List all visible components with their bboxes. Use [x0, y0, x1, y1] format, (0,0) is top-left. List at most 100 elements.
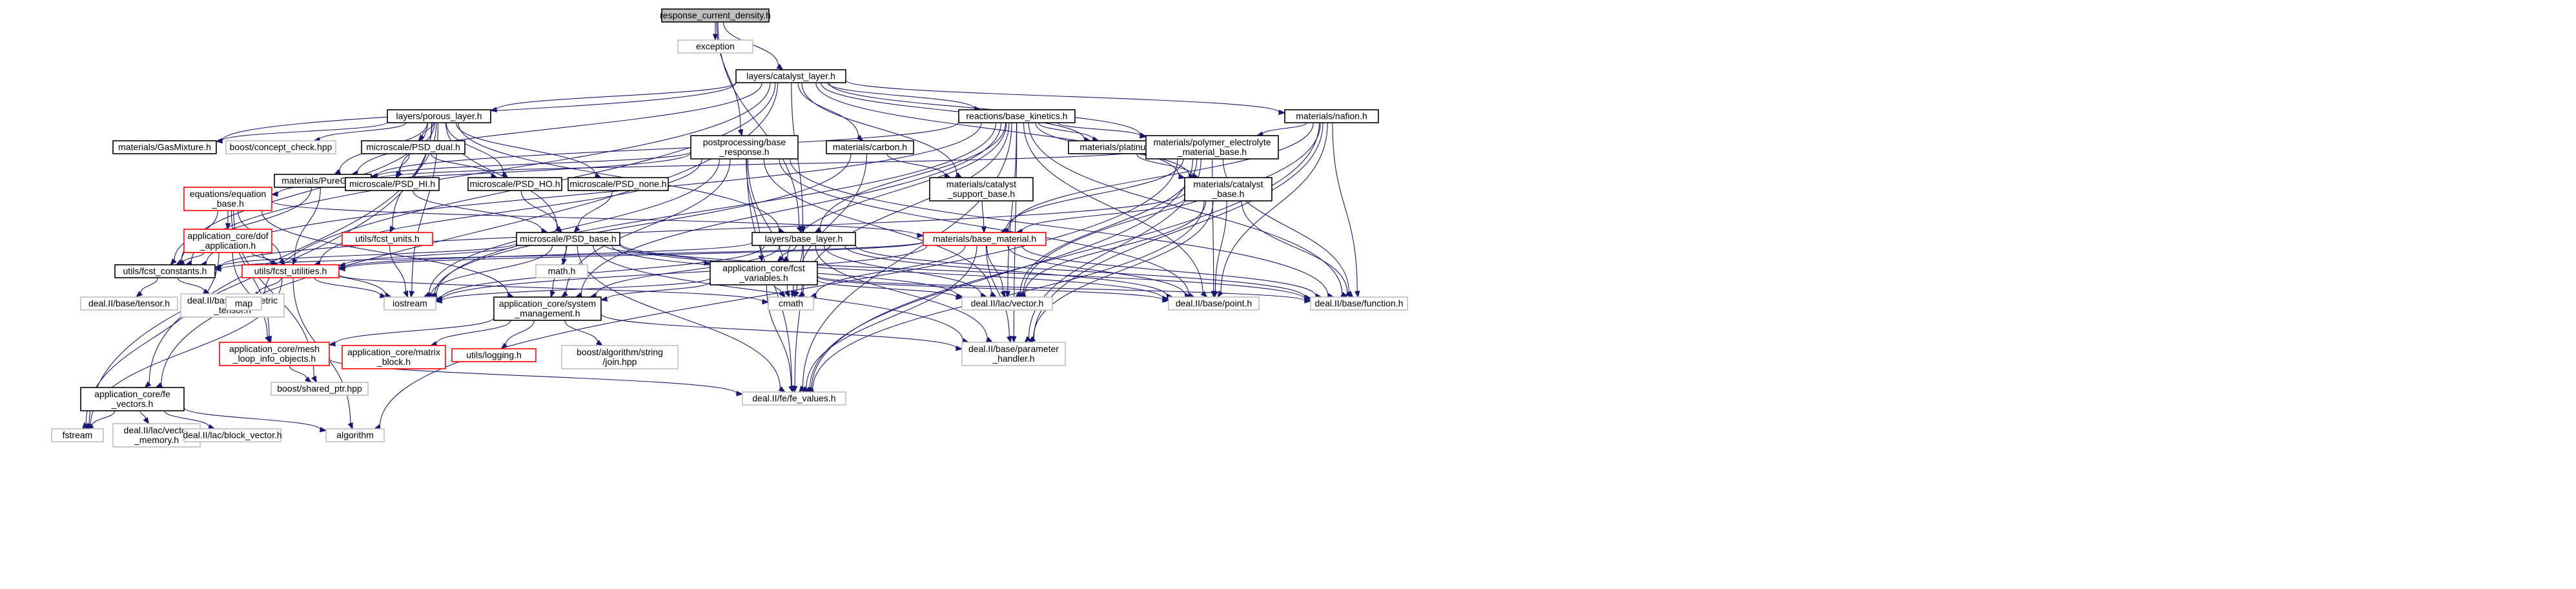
- node-box[interactable]: [516, 232, 620, 246]
- node-label: postprocessing/base: [703, 137, 786, 147]
- edge-mesh_loop-to-shared_ptr: [289, 365, 312, 383]
- node-fe-vectors[interactable]: application_core/fe_vectors.h: [80, 387, 185, 411]
- node-nafion[interactable]: materials/nafion.h: [1284, 109, 1379, 123]
- edge-base_kinetics-to-fe_values: [799, 122, 1012, 393]
- node-label: application_core/dof: [187, 231, 268, 241]
- node-label: application_core/system: [499, 298, 596, 309]
- node-label: map: [235, 298, 252, 309]
- node-box[interactable]: [342, 232, 433, 246]
- node-box[interactable]: [710, 261, 818, 285]
- node-box[interactable]: [114, 264, 216, 278]
- node-label: _vectors.h: [111, 398, 154, 409]
- node-box: [661, 8, 770, 23]
- node-label: iostream: [393, 298, 427, 309]
- node-label: boost/concept_check.hpp: [230, 142, 332, 152]
- node-label: equations/equation: [190, 189, 266, 199]
- node-box[interactable]: [451, 348, 537, 362]
- node-box[interactable]: [241, 264, 340, 278]
- node-base-material[interactable]: materials/base_material.h: [923, 232, 1047, 246]
- edge-cat_base-to-point: [1212, 200, 1227, 298]
- node-label: materials/catalyst: [1193, 179, 1263, 189]
- node-box[interactable]: [826, 140, 914, 154]
- node-label: fstream: [63, 430, 93, 440]
- node-box[interactable]: [361, 140, 465, 154]
- node-box[interactable]: [751, 232, 856, 246]
- node-label: utils/fcst_constants.h: [123, 266, 207, 276]
- node-box[interactable]: [493, 296, 602, 321]
- node-label: cmath: [779, 298, 803, 309]
- node-matrix-block[interactable]: application_core/matrix_block.h: [342, 345, 446, 369]
- node-fcst-utilities[interactable]: utils/fcst_utilities.h: [241, 264, 340, 278]
- node-box[interactable]: [929, 177, 1034, 202]
- node-dof-application[interactable]: application_core/dof_application.h: [183, 229, 272, 253]
- node-box[interactable]: [923, 232, 1047, 246]
- node-box[interactable]: [1145, 135, 1279, 160]
- node-logging[interactable]: utils/logging.h: [451, 348, 537, 362]
- node-box[interactable]: [80, 387, 185, 411]
- node-box[interactable]: [112, 140, 217, 154]
- edge-base_kinetics-to-polymer: [1057, 122, 1147, 139]
- node-label: application_core/fcst: [722, 263, 805, 273]
- node-psd-ho[interactable]: microscale/PSD_HO.h: [467, 177, 562, 191]
- node-box[interactable]: [690, 135, 799, 160]
- node-label: materials/platinum.h: [1079, 142, 1160, 152]
- node-box: [51, 428, 104, 442]
- node-fcst-constants[interactable]: utils/fcst_constants.h: [114, 264, 216, 278]
- node-fcst-variables[interactable]: application_core/fcst_variables.h: [710, 261, 818, 285]
- edge-nafion-to-point: [1217, 122, 1328, 298]
- node-base-layer[interactable]: layers/base_layer.h: [751, 232, 856, 246]
- edge-system_mgmt-to-matrix_block: [429, 320, 511, 347]
- node-fstream: fstream: [51, 428, 104, 442]
- node-box[interactable]: [219, 342, 330, 366]
- node-box: [183, 428, 281, 442]
- node-cat-base[interactable]: materials/catalyst_base.h: [1184, 177, 1273, 202]
- node-label: microscale/PSD_HO.h: [469, 179, 560, 189]
- node-box[interactable]: [183, 229, 272, 253]
- node-porous-layer[interactable]: layers/porous_layer.h: [387, 109, 491, 123]
- node-psd-dual[interactable]: microscale/PSD_dual.h: [361, 140, 465, 154]
- node-box[interactable]: [387, 109, 491, 123]
- node-cat-support[interactable]: materials/catalyst_support_base.h: [929, 177, 1034, 202]
- node-polymer[interactable]: materials/polymer_electrolyte_material_b…: [1145, 135, 1279, 160]
- node-carbon[interactable]: materials/carbon.h: [826, 140, 914, 154]
- node-box: [80, 296, 178, 311]
- node-postprocessing[interactable]: postprocessing/base_response.h: [690, 135, 799, 160]
- edge-puregas-to-fcst_utilities: [292, 187, 321, 266]
- node-boost-concept: boost/concept_check.hpp: [225, 140, 336, 154]
- node-box: [961, 342, 1066, 366]
- node-box[interactable]: [1184, 177, 1273, 202]
- edge-base_kinetics-to-point: [1023, 122, 1208, 298]
- node-psd-none[interactable]: microscale/PSD_none.h: [567, 177, 669, 191]
- node-catalyst-layer[interactable]: layers/catalyst_layer.h: [735, 69, 846, 83]
- edge-equation_base-to-system_mgmt: [261, 210, 515, 298]
- node-label: utils/fcst_units.h: [355, 234, 420, 244]
- node-box[interactable]: [567, 177, 669, 191]
- node-fcst-units[interactable]: utils/fcst_units.h: [342, 232, 433, 246]
- node-equation-base[interactable]: equations/equation_base.h: [183, 187, 272, 211]
- edge-fcst_variables-to-iostream: [434, 277, 711, 304]
- node-lac-vector: deal.II/lac/vector.h: [961, 296, 1053, 311]
- edge-system_mgmt-to-logging: [500, 320, 535, 349]
- edge-base_material-to-fcst_constants: [214, 241, 924, 272]
- node-psd-base[interactable]: microscale/PSD_base.h: [516, 232, 620, 246]
- edge-root-to-postprocessing: [716, 21, 744, 137]
- node-mesh-loop[interactable]: application_core/mesh_loop_info_objects.…: [219, 342, 330, 366]
- edge-cat_base-to-lac_vector: [1019, 200, 1207, 298]
- node-label: _block.h: [376, 356, 411, 367]
- node-label: application_core/fe: [94, 389, 170, 399]
- node-algorithm: algorithm: [325, 428, 385, 442]
- node-box[interactable]: [735, 69, 846, 83]
- node-label: materials/base_material.h: [933, 234, 1036, 244]
- node-box[interactable]: [345, 177, 440, 191]
- node-psd-hi[interactable]: microscale/PSD_HI.h: [345, 177, 440, 191]
- node-box[interactable]: [467, 177, 562, 191]
- node-box[interactable]: [183, 187, 272, 211]
- node-system-mgmt[interactable]: application_core/system_management.h: [493, 296, 602, 321]
- edge-porous_layer-to-base_layer: [458, 122, 786, 233]
- node-box[interactable]: [1284, 109, 1379, 123]
- node-gasmixture[interactable]: materials/GasMixture.h: [112, 140, 217, 154]
- node-base-kinetics[interactable]: reactions/base_kinetics.h: [958, 109, 1076, 123]
- node-box[interactable]: [958, 109, 1076, 123]
- node-boost-join: boost/algorithm/string/join.hpp: [561, 345, 679, 369]
- node-box[interactable]: [342, 345, 446, 369]
